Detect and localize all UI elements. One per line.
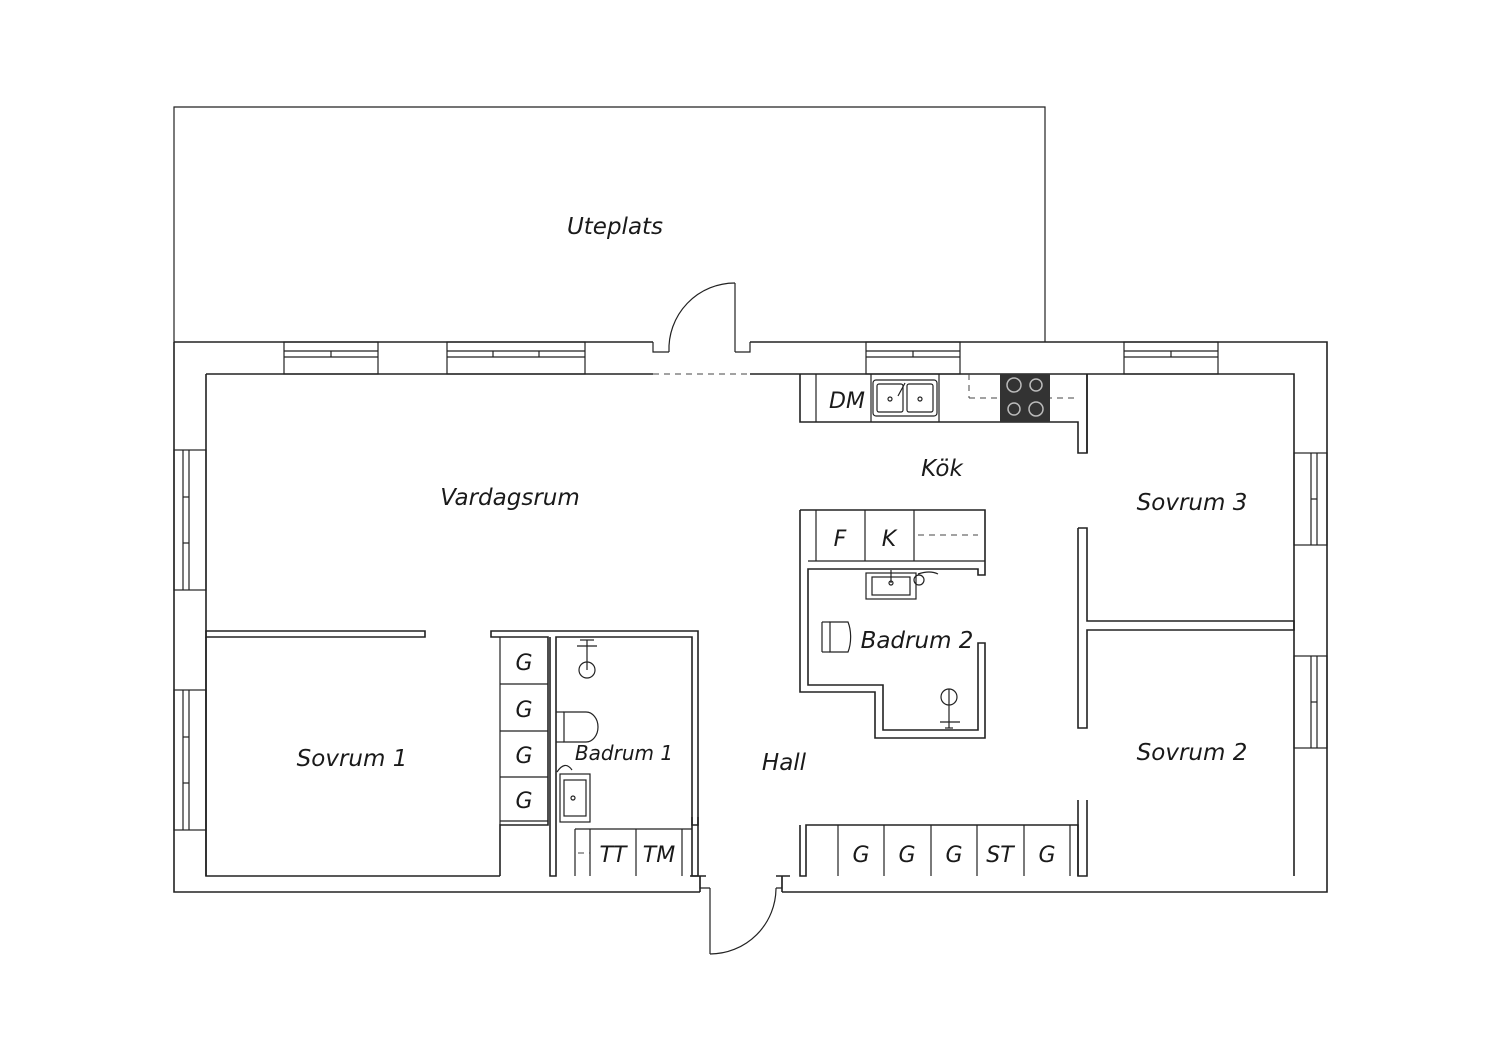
fixture-label-tm: TM: [643, 843, 675, 868]
sink-icon: [872, 379, 938, 417]
room-label-kok: Kök: [921, 456, 964, 482]
room-label-sovrum-2: Sovrum 2: [1137, 740, 1248, 766]
room-labels: Uteplats Vardagsrum Kök Sovrum 3 Badrum …: [297, 214, 1248, 776]
room-label-hall: Hall: [762, 750, 807, 776]
interior-walls: [205, 374, 1295, 877]
wardrobe-column: [499, 637, 548, 825]
windows: [173, 341, 1328, 831]
room-label-sovrum-3: Sovrum 3: [1137, 490, 1248, 516]
bathroom-1-fixtures: [556, 639, 599, 823]
door-patio: [652, 282, 751, 375]
room-label-sovrum-1: Sovrum 1: [297, 746, 408, 772]
fixture-labels: DM F K G G G G TT TM G G G ST G: [515, 389, 1055, 868]
fixture-label-wardrobe: G: [852, 843, 869, 868]
fixture-label-wardrobe: G: [945, 843, 962, 868]
kitchen-counter: [815, 374, 1078, 422]
fixture-label-st: ST: [986, 843, 1015, 868]
room-label-badrum-1: Badrum 1: [575, 741, 673, 765]
fixture-label-k: K: [882, 527, 898, 552]
fixture-label-f: F: [834, 527, 847, 552]
laundry-area: [574, 828, 692, 876]
fixture-label-wardrobe: G: [515, 744, 532, 769]
patio-outline: [173, 106, 1046, 342]
outer-walls: [173, 341, 1328, 893]
room-label-vardagsrum: Vardagsrum: [440, 485, 580, 511]
fixture-label-wardrobe: G: [515, 698, 532, 723]
fixture-label-wardrobe: G: [515, 789, 532, 814]
fixture-label-dm: DM: [829, 389, 865, 414]
fixture-label-tt: TT: [600, 843, 628, 868]
hall-wardrobes: [837, 825, 1071, 876]
bathroom-2-fixtures: [821, 570, 960, 729]
room-label-badrum-2: Badrum 2: [861, 628, 974, 654]
fixture-label-wardrobe: G: [1038, 843, 1055, 868]
fixture-label-wardrobe: G: [515, 651, 532, 676]
fixture-label-wardrobe: G: [898, 843, 915, 868]
door-entrance: [699, 876, 783, 955]
fridge-freezer-unit: [864, 510, 978, 561]
room-label-uteplats: Uteplats: [567, 214, 663, 240]
stove-icon: [1000, 374, 1050, 422]
